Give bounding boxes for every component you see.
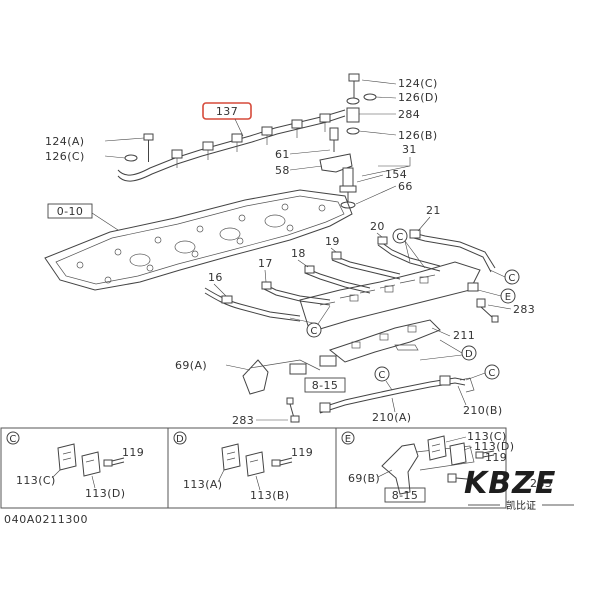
callout-58: 58 [275, 164, 290, 177]
harness-tube-137 [117, 109, 346, 176]
svg-text:119: 119 [291, 446, 313, 459]
detail-e: E 113(C) 113(D) 119 69(B) 8-15 [341, 430, 552, 503]
clip-113a [221, 443, 241, 471]
svg-text:69(B): 69(B) [348, 472, 380, 485]
harness-211 [328, 319, 441, 363]
svg-text:283: 283 [530, 477, 552, 490]
lower-harness-group: 16 17 18 19 20 21 [175, 204, 535, 427]
callout-815a: 8-15 [312, 379, 339, 392]
svg-text:119: 119 [122, 446, 144, 459]
svg-text:113(A): 113(A) [183, 478, 223, 491]
detail-c: C 119 113(C) 113(D) [6, 431, 144, 500]
callout-815-e-box[interactable] [384, 487, 426, 503]
clip-113d-e [449, 442, 467, 466]
detail-d: D 119 113(A) 113(B) [173, 431, 313, 502]
callout-210b: 210(B) [463, 404, 503, 417]
callout-154: 154 [385, 168, 407, 181]
svg-text:119: 119 [485, 451, 507, 464]
callout-18: 18 [291, 247, 306, 260]
harness-210 [319, 377, 466, 409]
svg-text:113(D): 113(D) [85, 487, 125, 500]
svg-text:8-15: 8-15 [392, 489, 419, 502]
callout-137: 137 [216, 105, 238, 118]
callout-31: 31 [402, 143, 417, 156]
svg-text:C: C [488, 368, 495, 379]
pipe-17 [261, 282, 331, 301]
bolt-124c [348, 73, 360, 100]
svg-text:113(D): 113(D) [474, 440, 514, 453]
screw-119-e [475, 450, 495, 459]
svg-text:C: C [9, 434, 16, 445]
head-cover-group: 0-10 [44, 189, 353, 291]
clip-113b [245, 451, 265, 477]
bracket-69a [242, 359, 269, 395]
callout-66: 66 [398, 180, 413, 193]
head-cover-outline [44, 189, 353, 291]
kbze-watermark: KBZE 凯比证 [464, 466, 574, 512]
bolt-124a [143, 133, 154, 162]
callout-124c: 124(C) [398, 77, 438, 90]
svg-text:113(B): 113(B) [250, 489, 290, 502]
watermark-brand: KBZE [464, 466, 556, 501]
callout-20: 20 [370, 220, 385, 233]
callout-21: 21 [426, 204, 441, 217]
svg-text:C: C [310, 326, 317, 337]
detail-panels: C 119 113(C) 113(D) D [0, 427, 552, 509]
pipe-20 [377, 239, 441, 267]
washer-126d-b [363, 93, 377, 101]
screw-119-d [271, 457, 293, 467]
pressure-sensor-31 [339, 167, 357, 202]
callout-19: 19 [325, 235, 340, 248]
callout-126c: 126(C) [45, 150, 85, 163]
callout-010-box[interactable] [47, 203, 93, 219]
sensor-61 [329, 127, 339, 152]
svg-text:C: C [396, 232, 403, 243]
svg-text:D: D [465, 349, 473, 360]
svg-text:C: C [378, 370, 385, 381]
callout-124a: 124(A) [45, 135, 85, 148]
callout-69a: 69(A) [175, 359, 207, 372]
washer-126c [124, 154, 138, 162]
callout-211: 211 [453, 329, 475, 342]
callout-126d: 126(D) [398, 91, 438, 104]
clip-113d [81, 451, 101, 477]
callout-16: 16 [208, 271, 223, 284]
callout-284: 284 [398, 108, 420, 121]
eyebolt-284 [346, 107, 360, 123]
detail-panel-frame [0, 427, 507, 509]
callout-61: 61 [275, 148, 290, 161]
callout-283a: 283 [513, 303, 535, 316]
washer-126b [346, 127, 360, 135]
svg-text:113(C): 113(C) [16, 474, 56, 487]
callout-815a-box[interactable] [304, 377, 346, 393]
mark-c-5[interactable] [484, 364, 500, 380]
svg-text:C: C [508, 273, 515, 284]
washer-126d-a [346, 97, 360, 105]
svg-text:E: E [505, 292, 512, 303]
callout-126b: 126(B) [398, 129, 438, 142]
callout-010: 0-10 [57, 205, 84, 218]
callout-137-box[interactable] [202, 102, 252, 120]
screw-119-c [103, 457, 125, 467]
mark-c-4[interactable] [374, 366, 390, 382]
svg-text:D: D [176, 434, 184, 445]
svg-text:E: E [345, 434, 352, 445]
clip-113c-e [427, 435, 447, 461]
top-harness-group: 137 124(A) 126(C) [45, 73, 438, 209]
diagram-code: 040A0211300 [4, 513, 88, 526]
bolt-283-right [476, 298, 499, 323]
bracket-69b [381, 443, 419, 495]
callout-17: 17 [258, 257, 273, 270]
callout-283b: 283 [232, 414, 254, 427]
mark-c-1[interactable] [392, 228, 408, 244]
callout-210a: 210(A) [372, 411, 412, 424]
svg-text:113(C): 113(C) [467, 430, 507, 443]
clip-113c [57, 443, 77, 471]
bolt-283-e [447, 473, 479, 483]
bolt-283-lower [286, 397, 300, 423]
watermark-sub: 凯比证 [506, 499, 536, 512]
harness-manifold [299, 261, 481, 333]
